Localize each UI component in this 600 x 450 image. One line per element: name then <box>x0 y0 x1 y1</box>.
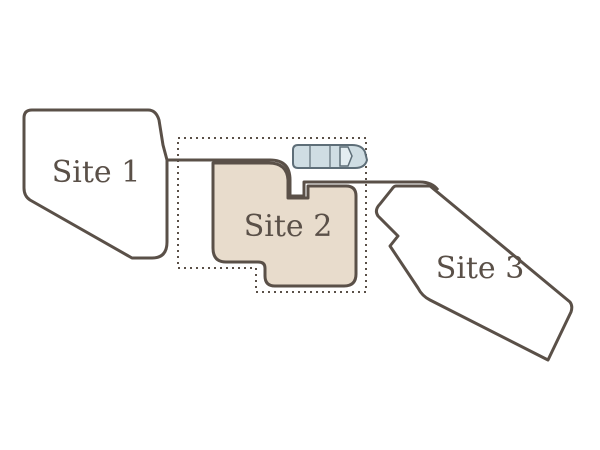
site-1-label: Site 1 <box>52 155 141 190</box>
site-2-dotted-boundary <box>177 137 367 293</box>
site-2-label: Site 2 <box>244 209 333 244</box>
site-1-shape[interactable] <box>22 108 169 260</box>
site-3-shape[interactable] <box>374 184 574 362</box>
site-2-shape[interactable] <box>211 161 358 288</box>
connector-site-1-site-2 <box>167 158 440 198</box>
site-3-label: Site 3 <box>436 251 525 286</box>
car-icon <box>292 144 369 169</box>
